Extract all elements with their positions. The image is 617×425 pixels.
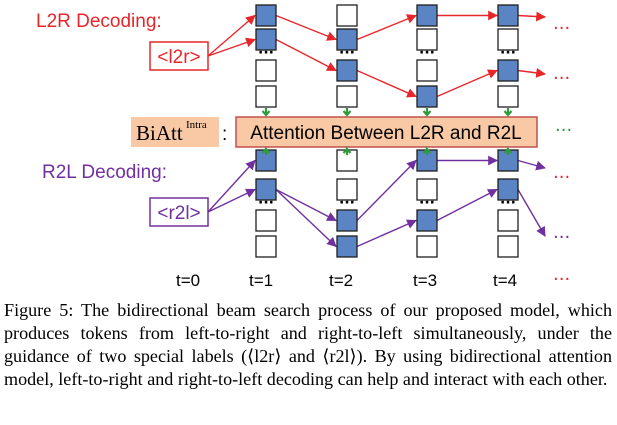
r2l-selected-token	[336, 235, 358, 258]
l2r-beam-arrow	[356, 69, 417, 98]
r2l-beam-arrow	[207, 188, 256, 213]
r2l-start-label: <r2l>	[157, 203, 200, 224]
l2r-beam-arrow	[207, 14, 256, 57]
l2r-candidate-token	[497, 85, 519, 108]
r2l-candidate-token	[255, 209, 277, 232]
r2l-beam-dots: ···	[500, 195, 516, 211]
timestep-label: t=3	[413, 271, 437, 290]
l2r-start-label: <l2r>	[157, 47, 200, 68]
l2r-title: L2R Decoding:	[36, 11, 162, 32]
r2l-selected-token	[416, 209, 438, 232]
beam-search-diagram: L2R Decoding: <l2r> R2L Decoding: <r2l> …	[36, 4, 572, 290]
r2l-title: R2L Decoding:	[42, 162, 167, 183]
r2l-selected-token	[255, 178, 277, 201]
green-down-arrow	[261, 108, 271, 117]
biatt-label: BiAtt	[136, 121, 183, 145]
biatt-colon: :	[222, 124, 227, 145]
timestep-label: t=2	[329, 271, 353, 290]
attention-ellipsis: ···	[555, 120, 572, 141]
r2l-beam-arrow	[436, 188, 498, 222]
r2l-candidate-token	[497, 235, 519, 258]
green-down-arrow	[503, 108, 513, 117]
r2l-beam-arrow	[356, 219, 417, 248]
r2l-start-box	[149, 197, 209, 227]
l2r-beam-dots: ···	[500, 45, 516, 61]
l2r-beam-dots: ···	[258, 45, 274, 61]
l2r-beam-arrow	[275, 38, 337, 72]
l2r-arrows	[207, 10, 546, 98]
r2l-arrows	[207, 155, 546, 248]
r2l-candidate-token	[336, 178, 358, 201]
biatt-superscript: Intra	[186, 119, 207, 131]
green-up-arrow	[261, 146, 271, 155]
r2l-candidate-token	[416, 235, 438, 258]
attention-connector-arrows	[261, 108, 513, 155]
attention-bar-label: Attention Between L2R and R2L	[250, 123, 521, 144]
green-up-arrow	[422, 146, 432, 155]
green-up-arrow	[342, 146, 352, 155]
l2r-selected-token	[497, 4, 519, 27]
l2r-ellipsis-1: ···	[553, 18, 570, 39]
r2l-beam-dots: ···	[339, 195, 355, 211]
timestep-ellipsis: ···	[553, 269, 570, 290]
r2l-ellipsis-1: ···	[553, 167, 570, 188]
r2l-beam-arrow	[207, 159, 256, 213]
token-columns: ··· ··· ··· ··· ··· ··· ··· ···	[255, 4, 519, 258]
l2r-candidate-token	[497, 28, 519, 51]
l2r-candidate-token	[255, 85, 277, 108]
r2l-beam-arrow	[356, 159, 417, 221]
r2l-selected-token	[497, 178, 519, 201]
l2r-candidate-token	[255, 59, 277, 82]
biatt-label-bg	[131, 117, 219, 147]
green-up-arrow	[503, 146, 513, 155]
l2r-start-box	[149, 41, 209, 71]
l2r-beam-dots: ···	[339, 45, 355, 61]
l2r-beam-arrow	[207, 37, 256, 57]
l2r-selected-token	[336, 28, 358, 51]
l2r-selected-token	[416, 4, 438, 27]
r2l-beam-arrow	[275, 188, 337, 248]
l2r-selected-token	[255, 28, 277, 51]
timestep-label: t=1	[249, 271, 273, 290]
figure-caption: Figure 5: The bidirectional beam search …	[4, 300, 612, 389]
r2l-beam-dots: ···	[258, 195, 274, 211]
l2r-candidate-token	[416, 28, 438, 51]
r2l-candidate-token	[255, 235, 277, 258]
l2r-selected-token	[416, 85, 438, 108]
r2l-beam-dots: ···	[419, 195, 435, 211]
attention-bar	[235, 116, 538, 148]
l2r-beam-arrow	[356, 14, 417, 41]
l2r-beam-arrow	[275, 14, 337, 41]
r2l-candidate-token	[416, 178, 438, 201]
l2r-selected-token	[336, 59, 358, 82]
l2r-candidate-token	[416, 59, 438, 82]
timestep-label: t=0	[176, 271, 200, 290]
r2l-selected-token	[336, 209, 358, 232]
r2l-beam-arrow	[517, 189, 546, 237]
r2l-beam-arrow	[275, 188, 337, 222]
l2r-selected-token	[255, 4, 277, 27]
green-down-arrow	[342, 108, 352, 117]
green-down-arrow	[422, 108, 432, 117]
l2r-beam-arrow	[517, 11, 546, 22]
l2r-candidate-token	[336, 85, 358, 108]
l2r-beam-arrow	[517, 68, 546, 78]
l2r-selected-token	[497, 59, 519, 82]
timestep-label: t=4	[493, 271, 517, 290]
l2r-candidate-token	[336, 4, 358, 27]
r2l-candidate-token	[497, 209, 519, 232]
r2l-beam-arrow	[517, 159, 546, 171]
l2r-beam-dots: ···	[419, 45, 435, 61]
r2l-ellipsis-2: ···	[553, 227, 570, 248]
l2r-ellipsis-2: ···	[553, 68, 570, 89]
l2r-beam-arrow	[436, 69, 498, 98]
